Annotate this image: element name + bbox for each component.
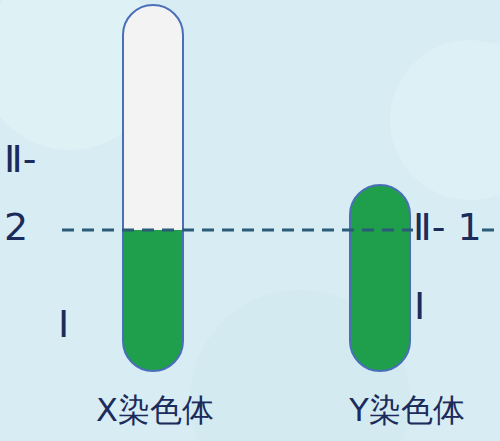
y-chromosome: [350, 185, 410, 371]
chromosome-caption: Y染色体: [332, 388, 482, 432]
x-nonhomologous-region: [123, 5, 183, 230]
region-label: Ⅱ- 2: [4, 125, 64, 261]
chromosome-caption: X染色体: [80, 388, 230, 432]
region-label: Ⅰ: [58, 300, 98, 348]
x-chromosome-outline: [123, 5, 183, 371]
region-label: Ⅱ- 1: [413, 208, 483, 246]
x-homologous-region: [123, 230, 183, 371]
x-chromosome: [123, 5, 183, 371]
region-label: Ⅰ: [414, 286, 454, 326]
background-circle: [390, 40, 500, 200]
